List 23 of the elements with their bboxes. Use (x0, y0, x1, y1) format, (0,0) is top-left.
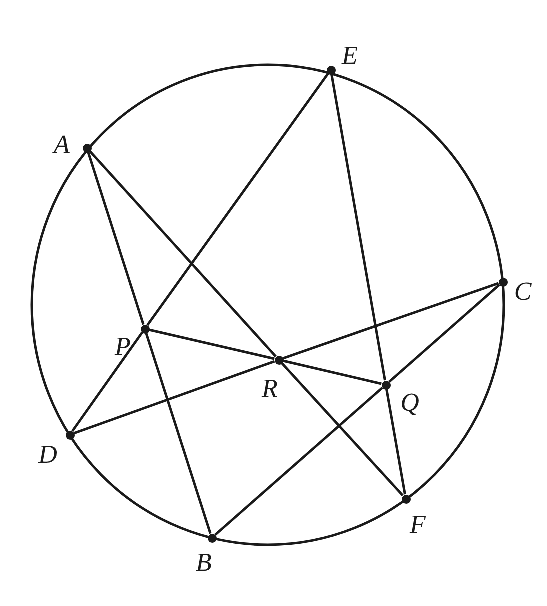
point-label: Q (400, 390, 420, 416)
line-segment (89, 150, 277, 358)
point-label: D (38, 442, 58, 468)
line-segment (388, 284, 500, 383)
point-label: P (115, 334, 131, 360)
line-segment (74, 360, 276, 435)
line-segment (87, 152, 145, 326)
line-segment (386, 389, 406, 495)
line-segment (149, 328, 275, 360)
point-label: B (196, 550, 212, 576)
point-label: E (342, 43, 358, 69)
line-segment (214, 387, 384, 536)
line-segment (330, 74, 386, 381)
point-label: A (54, 132, 70, 158)
line-segment (283, 360, 382, 386)
point-label: R (262, 376, 278, 402)
line-segment (146, 72, 330, 326)
point-label: F (410, 512, 426, 538)
line-segment (72, 332, 144, 432)
line-segment (282, 282, 500, 360)
line-segment (145, 332, 212, 534)
point-label: C (514, 279, 532, 305)
line-segment (281, 362, 404, 497)
